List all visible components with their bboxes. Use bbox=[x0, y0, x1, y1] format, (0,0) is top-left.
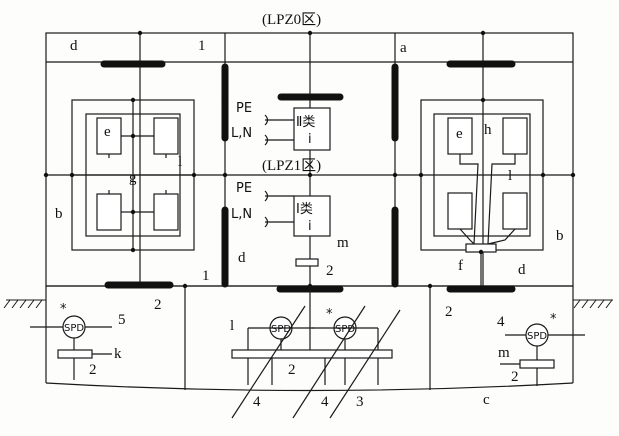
spd-right-group bbox=[500, 323, 585, 386]
ln-label-upper: L,N bbox=[231, 126, 252, 141]
pe-label-upper: PE bbox=[236, 101, 252, 116]
class1-i-label: i bbox=[308, 219, 312, 234]
class2-label: Ⅱ类 bbox=[296, 115, 315, 130]
letter-k: k bbox=[114, 346, 122, 362]
star-middle: * bbox=[326, 307, 333, 322]
number-2-right: 2 bbox=[445, 304, 453, 320]
star-left: * bbox=[60, 302, 67, 317]
zone-lpz0-label: (LPZ0区) bbox=[262, 12, 321, 28]
spd-middle-2-text: SPD bbox=[335, 324, 355, 335]
letter-l-middle: l bbox=[230, 318, 234, 334]
junction-dots bbox=[43, 30, 576, 289]
letter-l-right: l bbox=[508, 168, 512, 184]
zone-lpz1-label: (LPZ1区) bbox=[262, 158, 321, 174]
terminal-bar-middle bbox=[231, 349, 393, 359]
equipment-e-left bbox=[96, 117, 122, 155]
bonding-bars bbox=[100, 60, 516, 293]
spd-middle-group bbox=[231, 286, 401, 419]
number-1-bottom: 1 bbox=[202, 268, 210, 284]
letter-e-right: e bbox=[456, 126, 463, 142]
class1-label: Ⅰ类 bbox=[296, 202, 313, 217]
equipment-box bbox=[447, 192, 473, 230]
class1-equipment bbox=[264, 190, 331, 267]
number-3: 3 bbox=[356, 394, 364, 410]
letter-l-left: l bbox=[178, 154, 182, 170]
letter-b-left: b bbox=[55, 206, 63, 222]
equipment-box bbox=[502, 117, 528, 155]
ground-hatch-left bbox=[3, 299, 46, 309]
equipment-box bbox=[502, 192, 528, 230]
ln-label-lower: L,N bbox=[231, 207, 252, 222]
number-5: 5 bbox=[118, 312, 126, 328]
spd-left-group bbox=[30, 315, 112, 380]
letter-a: a bbox=[400, 40, 407, 56]
terminal-m-right bbox=[519, 359, 555, 369]
spd-left-text: SPD bbox=[64, 323, 84, 334]
pe-label-lower: PE bbox=[236, 181, 252, 196]
equipment-box bbox=[96, 193, 122, 231]
number-2-middle: 2 bbox=[326, 263, 334, 279]
number-2-middle-bottom: 2 bbox=[288, 362, 296, 378]
letter-d-left: d bbox=[238, 250, 246, 266]
spd-right-text: SPD bbox=[527, 331, 547, 342]
right-shield-room bbox=[420, 99, 544, 286]
letter-m-right: m bbox=[498, 345, 510, 361]
equipment-box bbox=[153, 193, 179, 231]
left-shield-room bbox=[71, 99, 195, 251]
ground-hatch-right bbox=[573, 299, 613, 309]
star-right: * bbox=[550, 312, 557, 327]
letter-d-right: d bbox=[518, 262, 526, 278]
number-2-right-bottom: 2 bbox=[511, 369, 519, 385]
letter-m-middle: m bbox=[337, 235, 349, 251]
letter-d-top: d bbox=[70, 38, 78, 54]
number-4-middle: 4 bbox=[321, 394, 329, 410]
spd-middle-1-text: SPD bbox=[271, 324, 291, 335]
number-2-left: 2 bbox=[154, 297, 162, 313]
ground-section bbox=[3, 286, 613, 392]
terminal-m-middle bbox=[295, 258, 319, 267]
number-1-top: 1 bbox=[198, 38, 206, 54]
letter-h: h bbox=[484, 122, 492, 138]
number-2-left-bottom: 2 bbox=[89, 362, 97, 378]
number-4-right: 4 bbox=[497, 314, 505, 330]
letter-e-left: e bbox=[104, 124, 111, 140]
letter-b-right: b bbox=[556, 228, 564, 244]
class2-equipment bbox=[264, 107, 331, 151]
number-4-left: 4 bbox=[253, 394, 261, 410]
letter-f: f bbox=[458, 258, 463, 274]
class2-i-label: i bbox=[308, 132, 312, 147]
letter-g: g bbox=[129, 170, 137, 186]
letter-c: c bbox=[483, 392, 490, 408]
terminal-k bbox=[57, 349, 93, 359]
equipment-box bbox=[153, 117, 179, 155]
